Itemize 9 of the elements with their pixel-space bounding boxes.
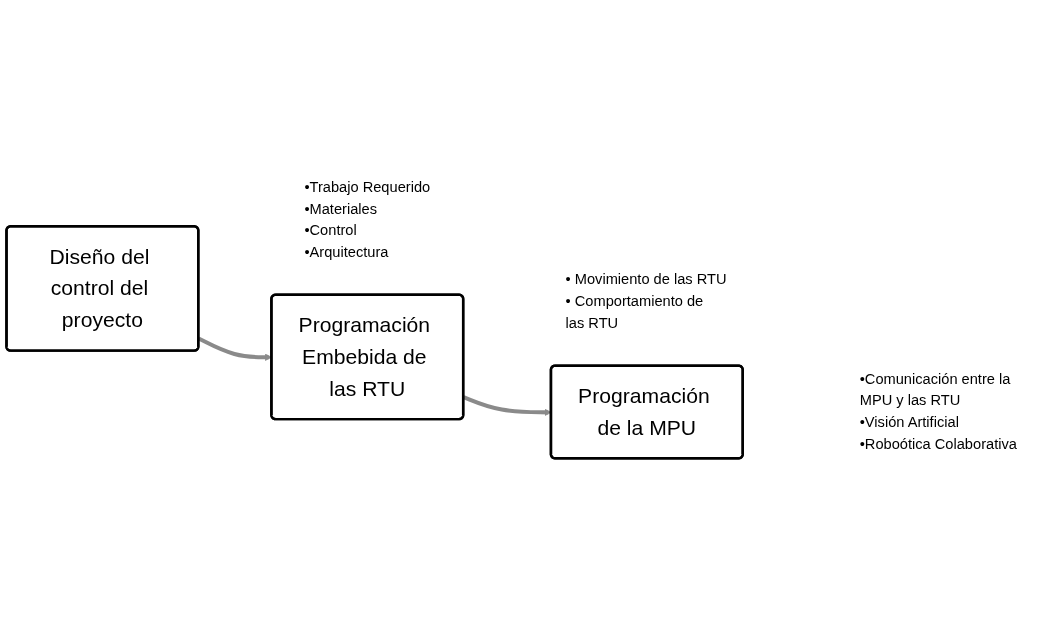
node-label: •Arquitectura	[304, 244, 389, 261]
node-label: •Comunicación entre la MPU y las RTU	[859, 370, 1011, 409]
node-label: •Materiales	[304, 200, 378, 217]
node-label: •Visión Artificial	[859, 414, 959, 431]
node-label: •Control	[304, 222, 357, 239]
node-label: •Roboótica Colaborativa	[859, 436, 1017, 453]
node-label: • Comportamiento de las RTU	[565, 293, 704, 332]
node-label: • Movimiento de las RTU	[565, 271, 727, 288]
node-label: •Trabajo Requerido	[304, 178, 431, 195]
